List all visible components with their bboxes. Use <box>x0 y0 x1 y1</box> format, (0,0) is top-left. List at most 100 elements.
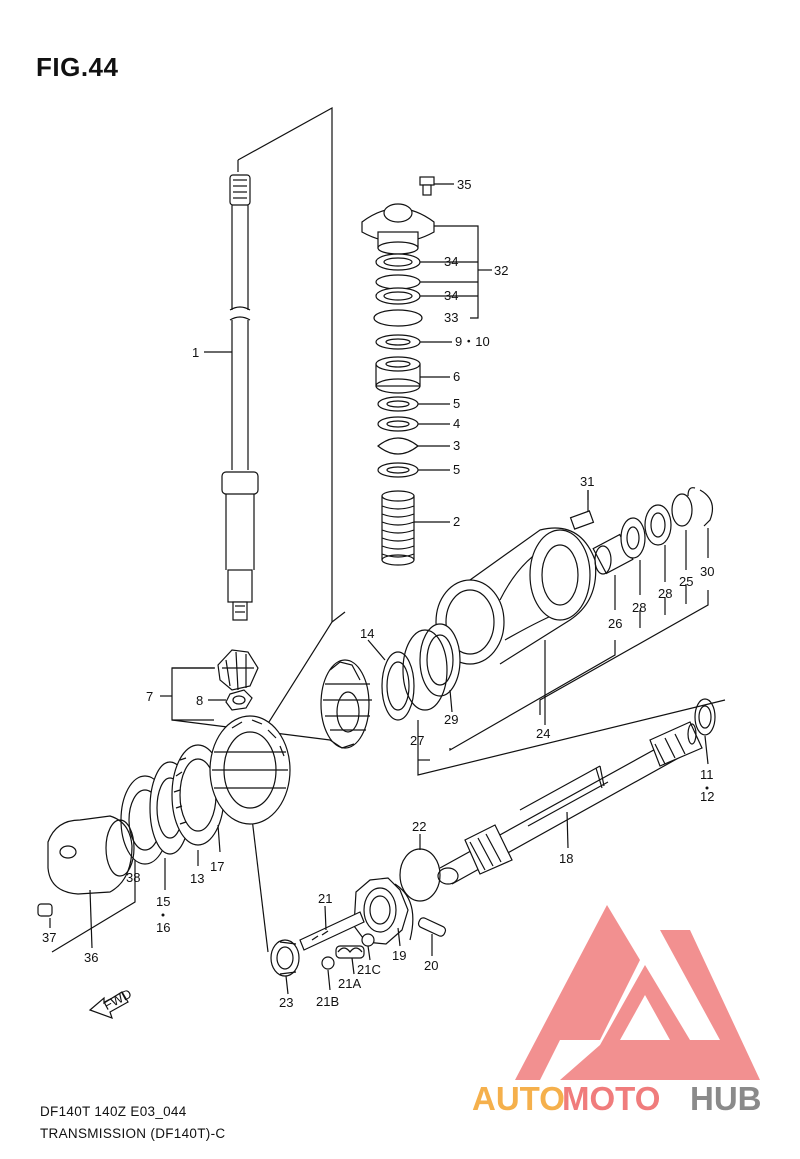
fwd-label: FWD <box>101 986 134 1013</box>
leader-18 <box>566 811 569 849</box>
label-21: 21 <box>318 891 332 906</box>
part-washer-11-12 <box>694 698 716 736</box>
label-7: 7 <box>146 689 153 704</box>
label-6: 6 <box>453 369 460 384</box>
caption-code: DF140T 140Z E03_044 <box>40 1104 187 1119</box>
part-washer-25 <box>671 493 693 527</box>
bracket-line-b <box>331 611 346 623</box>
label-5-upper: 5 <box>453 396 460 411</box>
group-bracket-upper-right-b <box>539 590 709 715</box>
part-ball-21c <box>361 933 375 947</box>
label-9-10: 9・10 <box>455 334 490 349</box>
part-washer-5-lower <box>377 462 419 478</box>
label-5-lower: 5 <box>453 462 460 477</box>
part-bearing-housing-24 <box>435 527 597 665</box>
label-18: 18 <box>559 851 573 866</box>
group-bracket-7 <box>171 667 214 721</box>
caption-name: TRANSMISSION (DF140T)-C <box>40 1126 226 1141</box>
group-bracket-38-15 <box>51 880 136 953</box>
label-14: 14 <box>360 626 374 641</box>
part-ball-21b <box>321 956 335 970</box>
part-clutch-19 <box>353 877 414 945</box>
label-24: 24 <box>536 726 550 741</box>
label-16: 16 <box>156 920 170 935</box>
leader-23 <box>285 975 289 995</box>
leader-21b <box>327 969 331 991</box>
part-bearing-28b <box>644 504 672 546</box>
logo-word-auto: AUTO <box>472 1080 565 1117</box>
part-drive-shaft <box>221 174 259 621</box>
label-23: 23 <box>279 995 293 1010</box>
label-17: 17 <box>210 859 224 874</box>
label-3: 3 <box>453 438 460 453</box>
label-27: 27 <box>410 733 424 748</box>
part-bearing-34-upper <box>375 253 421 271</box>
dot-11-12 <box>705 786 709 790</box>
dot-15-16 <box>161 913 165 917</box>
part-bearing-29 <box>402 623 461 711</box>
label-1: 1 <box>192 345 199 360</box>
label-4: 4 <box>453 416 460 431</box>
label-21b: 21B <box>316 994 339 1009</box>
logo-triangle-right <box>560 930 760 1080</box>
watermark-logo: AUTO MOTO HUB <box>472 905 762 1117</box>
leader-17 <box>217 824 221 853</box>
leader-11 <box>704 735 709 765</box>
label-22: 22 <box>412 819 426 834</box>
part-bearing-6 <box>375 356 421 394</box>
part-spring-21a <box>335 945 365 959</box>
label-28-a: 28 <box>632 600 646 615</box>
logo-triangle-inner <box>620 995 670 1040</box>
label-19: 19 <box>392 948 406 963</box>
label-26: 26 <box>608 616 622 631</box>
group-bracket-upper-right <box>449 640 616 752</box>
part-bearing-34-lower <box>375 287 421 305</box>
figure-title: FIG.44 <box>36 52 119 82</box>
part-pin-20 <box>417 917 447 937</box>
label-8: 8 <box>196 693 203 708</box>
part-gear-36 <box>47 815 135 895</box>
label-34-lower: 34 <box>444 288 458 303</box>
leader-32 <box>434 225 479 319</box>
part-shim-14 <box>381 651 415 721</box>
part-shim-9-10 <box>375 334 421 350</box>
label-21c: 21C <box>357 962 381 977</box>
label-33: 33 <box>444 310 458 325</box>
part-forward-gear-17 <box>209 715 291 825</box>
part-washer-5-upper <box>377 396 419 412</box>
leader-29 <box>449 689 453 713</box>
label-34-upper: 34 <box>444 254 458 269</box>
part-bolt-31 <box>569 490 595 530</box>
label-30: 30 <box>700 564 714 579</box>
label-20: 20 <box>424 958 438 973</box>
part-bolt-35 <box>419 176 435 196</box>
part-housing-32 <box>361 203 435 255</box>
logo-word-moto: MOTO <box>562 1080 660 1117</box>
logo-triangle-left <box>515 905 640 1080</box>
label-13: 13 <box>190 871 204 886</box>
part-shift-rod-21 <box>299 911 365 951</box>
part-bearing-28a <box>620 517 646 559</box>
label-25: 25 <box>679 574 693 589</box>
label-11: 11 <box>700 767 714 782</box>
part-circlip-30 <box>687 487 713 527</box>
logo-word-hub: HUB <box>690 1080 762 1117</box>
label-31: 31 <box>580 474 594 489</box>
label-2: 2 <box>453 514 460 529</box>
part-washer-3 <box>377 437 419 455</box>
leader-14 <box>367 639 386 661</box>
label-21a: 21A <box>338 976 361 991</box>
leader-21a <box>351 957 355 975</box>
label-12: 12 <box>700 789 714 804</box>
label-28-b: 28 <box>658 586 672 601</box>
part-cap-23 <box>270 939 300 977</box>
label-36: 36 <box>84 950 98 965</box>
leader-21c <box>367 945 371 961</box>
label-37: 37 <box>42 930 56 945</box>
leader-19 <box>397 927 401 947</box>
callout-labels: 35 32 34 34 33 9・10 6 5 4 3 5 2 1 31 26 … <box>42 177 714 1013</box>
part-spring-2 <box>381 490 415 566</box>
label-35: 35 <box>457 177 471 192</box>
